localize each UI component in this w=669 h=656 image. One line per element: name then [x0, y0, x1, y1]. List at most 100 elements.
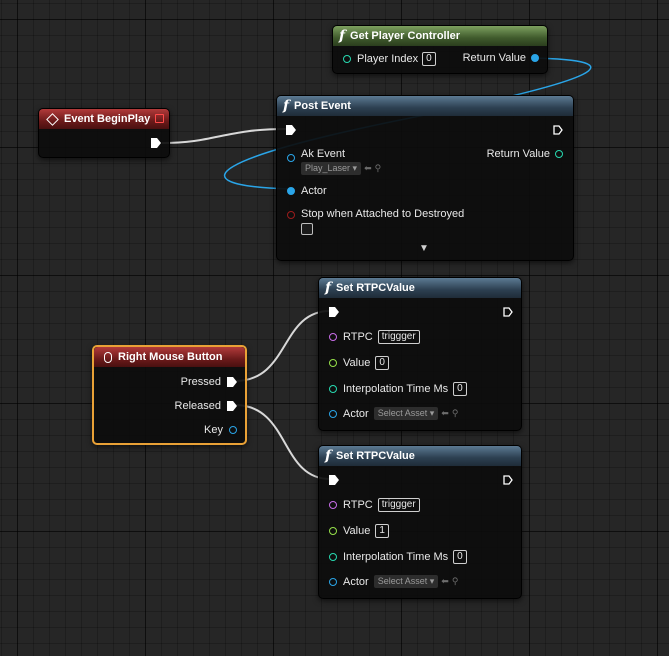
player-index-row: Player Index 0 [343, 52, 436, 66]
function-icon: f [325, 448, 332, 464]
object-pin-icon[interactable] [287, 154, 295, 162]
exec-out-row [503, 307, 513, 317]
player-index-input[interactable]: 0 [422, 52, 436, 66]
node-set-rtpc-value-2[interactable]: f Set RTPCValue RTPC triggger Value 1 In… [318, 445, 522, 599]
exec-pin-icon[interactable] [553, 125, 563, 135]
use-selected-arrow-icon[interactable]: ⬅ [441, 408, 449, 418]
exec-pin-icon[interactable] [503, 475, 513, 485]
mouse-icon [104, 351, 112, 363]
node-header: Right Mouse Button [94, 347, 245, 367]
search-icon[interactable]: ⚲ [451, 408, 459, 418]
function-icon: f [325, 280, 332, 296]
use-selected-arrow-icon[interactable]: ⬅ [364, 163, 372, 173]
exec-pin-icon[interactable] [227, 401, 237, 411]
value-row: Value 0 [329, 356, 389, 370]
ak-event-asset-dropdown[interactable]: Play_Laser ▾ [301, 162, 362, 175]
actor-asset-dropdown[interactable]: Select Asset ▾ [373, 407, 439, 420]
pin-label: RTPC [343, 331, 373, 343]
node-event-beginplay[interactable]: Event BeginPlay [38, 108, 170, 158]
actor-row: Actor Select Asset ▾ ⬅ ⚲ [329, 407, 458, 420]
int-pin-icon[interactable] [555, 150, 563, 158]
pin-label: Actor [301, 185, 327, 197]
interpolation-input[interactable]: 0 [453, 550, 467, 564]
bool-pin-icon[interactable] [287, 211, 295, 219]
actor-row: Actor Select Asset ▾ ⬅ ⚲ [329, 575, 458, 588]
object-pin-icon[interactable] [329, 577, 337, 586]
use-selected-arrow-icon[interactable]: ⬅ [441, 576, 449, 586]
wire-released-to-setrtpc2 [234, 404, 331, 480]
node-header: f Get Player Controller [333, 26, 547, 46]
wire-pressed-to-setrtpc1 [234, 310, 331, 382]
int-pin-icon[interactable] [329, 385, 337, 393]
interpolation-input[interactable]: 0 [453, 382, 467, 396]
search-icon[interactable]: ⚲ [451, 576, 459, 586]
value-input[interactable]: 0 [375, 356, 389, 370]
float-pin-icon[interactable] [329, 527, 337, 535]
pin-label: Released [174, 400, 221, 412]
function-icon: f [339, 28, 346, 44]
object-pin-icon[interactable] [287, 187, 295, 195]
node-post-event[interactable]: f Post Event Ak Event Play_Laser ▾ ⬅ ⚲ R… [276, 95, 574, 261]
node-title: Set RTPCValue [336, 282, 415, 294]
struct-pin-icon[interactable] [229, 426, 237, 434]
rtpc-input[interactable]: triggger [377, 498, 420, 512]
pin-label: Actor [343, 407, 369, 420]
rtpc-input[interactable]: triggger [377, 330, 420, 344]
node-title: Post Event [294, 100, 351, 112]
exec-in-row [329, 475, 339, 485]
exec-pin-icon[interactable] [503, 307, 513, 317]
string-pin-icon[interactable] [329, 501, 337, 509]
delegate-pin-icon[interactable] [155, 114, 164, 123]
value-row: Value 1 [329, 524, 389, 538]
function-icon: f [283, 98, 290, 114]
exec-in-row [329, 307, 339, 317]
int-pin-icon[interactable] [329, 553, 337, 561]
node-header: f Set RTPCValue [319, 278, 521, 298]
search-icon[interactable]: ⚲ [374, 163, 382, 173]
object-pin-icon[interactable] [531, 54, 539, 62]
pin-label: Stop when Attached to Destroyed [301, 208, 465, 220]
pressed-row: Pressed [181, 376, 237, 388]
pin-label: Interpolation Time Ms [343, 383, 449, 395]
node-title: Right Mouse Button [118, 351, 223, 363]
ak-event-row: Ak Event Play_Laser ▾ ⬅ ⚲ [287, 148, 381, 175]
float-pin-icon[interactable] [329, 359, 337, 367]
exec-in-row [286, 125, 296, 135]
key-row: Key [204, 424, 237, 436]
node-set-rtpc-value-1[interactable]: f Set RTPCValue RTPC triggger Value 0 In… [318, 277, 522, 431]
exec-pin-icon[interactable] [227, 377, 237, 387]
expand-arrow-icon[interactable]: ▼ [419, 243, 429, 254]
exec-pin-icon[interactable] [151, 138, 161, 148]
value-input[interactable]: 1 [375, 524, 389, 538]
string-pin-icon[interactable] [329, 333, 337, 341]
node-header: Event BeginPlay [39, 109, 169, 129]
actor-asset-dropdown[interactable]: Select Asset ▾ [373, 575, 439, 588]
exec-pin-icon[interactable] [329, 475, 339, 485]
pin-label: Player Index [357, 53, 419, 65]
exec-pin-icon[interactable] [329, 307, 339, 317]
actor-row: Actor [287, 185, 327, 197]
pin-label: Return Value [486, 148, 550, 160]
pin-label: Key [204, 424, 223, 436]
int-pin-icon[interactable] [343, 55, 351, 63]
return-value-row: Return Value [487, 148, 563, 160]
node-get-player-controller[interactable]: f Get Player Controller Player Index 0 R… [332, 25, 548, 74]
interpolation-row: Interpolation Time Ms 0 [329, 382, 467, 396]
pin-label: Value [343, 525, 371, 537]
pin-label: Pressed [180, 376, 221, 388]
pin-label: Return Value [462, 52, 526, 64]
object-pin-icon[interactable] [329, 409, 337, 418]
interpolation-row: Interpolation Time Ms 0 [329, 550, 467, 564]
stop-when-destroyed-checkbox[interactable] [301, 223, 313, 235]
exec-out-row [553, 125, 563, 135]
node-title: Get Player Controller [350, 30, 461, 42]
exec-pin-icon[interactable] [286, 125, 296, 135]
node-title: Set RTPCValue [336, 450, 415, 462]
released-row: Released [175, 400, 237, 412]
diamond-icon [46, 112, 59, 126]
pin-label: Interpolation Time Ms [343, 551, 449, 563]
node-title: Event BeginPlay [64, 113, 151, 125]
node-right-mouse-button[interactable]: Right Mouse Button Pressed Released Key [92, 345, 247, 445]
pin-label: Value [343, 357, 371, 369]
stop-when-destroyed-row: Stop when Attached to Destroyed [287, 208, 464, 238]
